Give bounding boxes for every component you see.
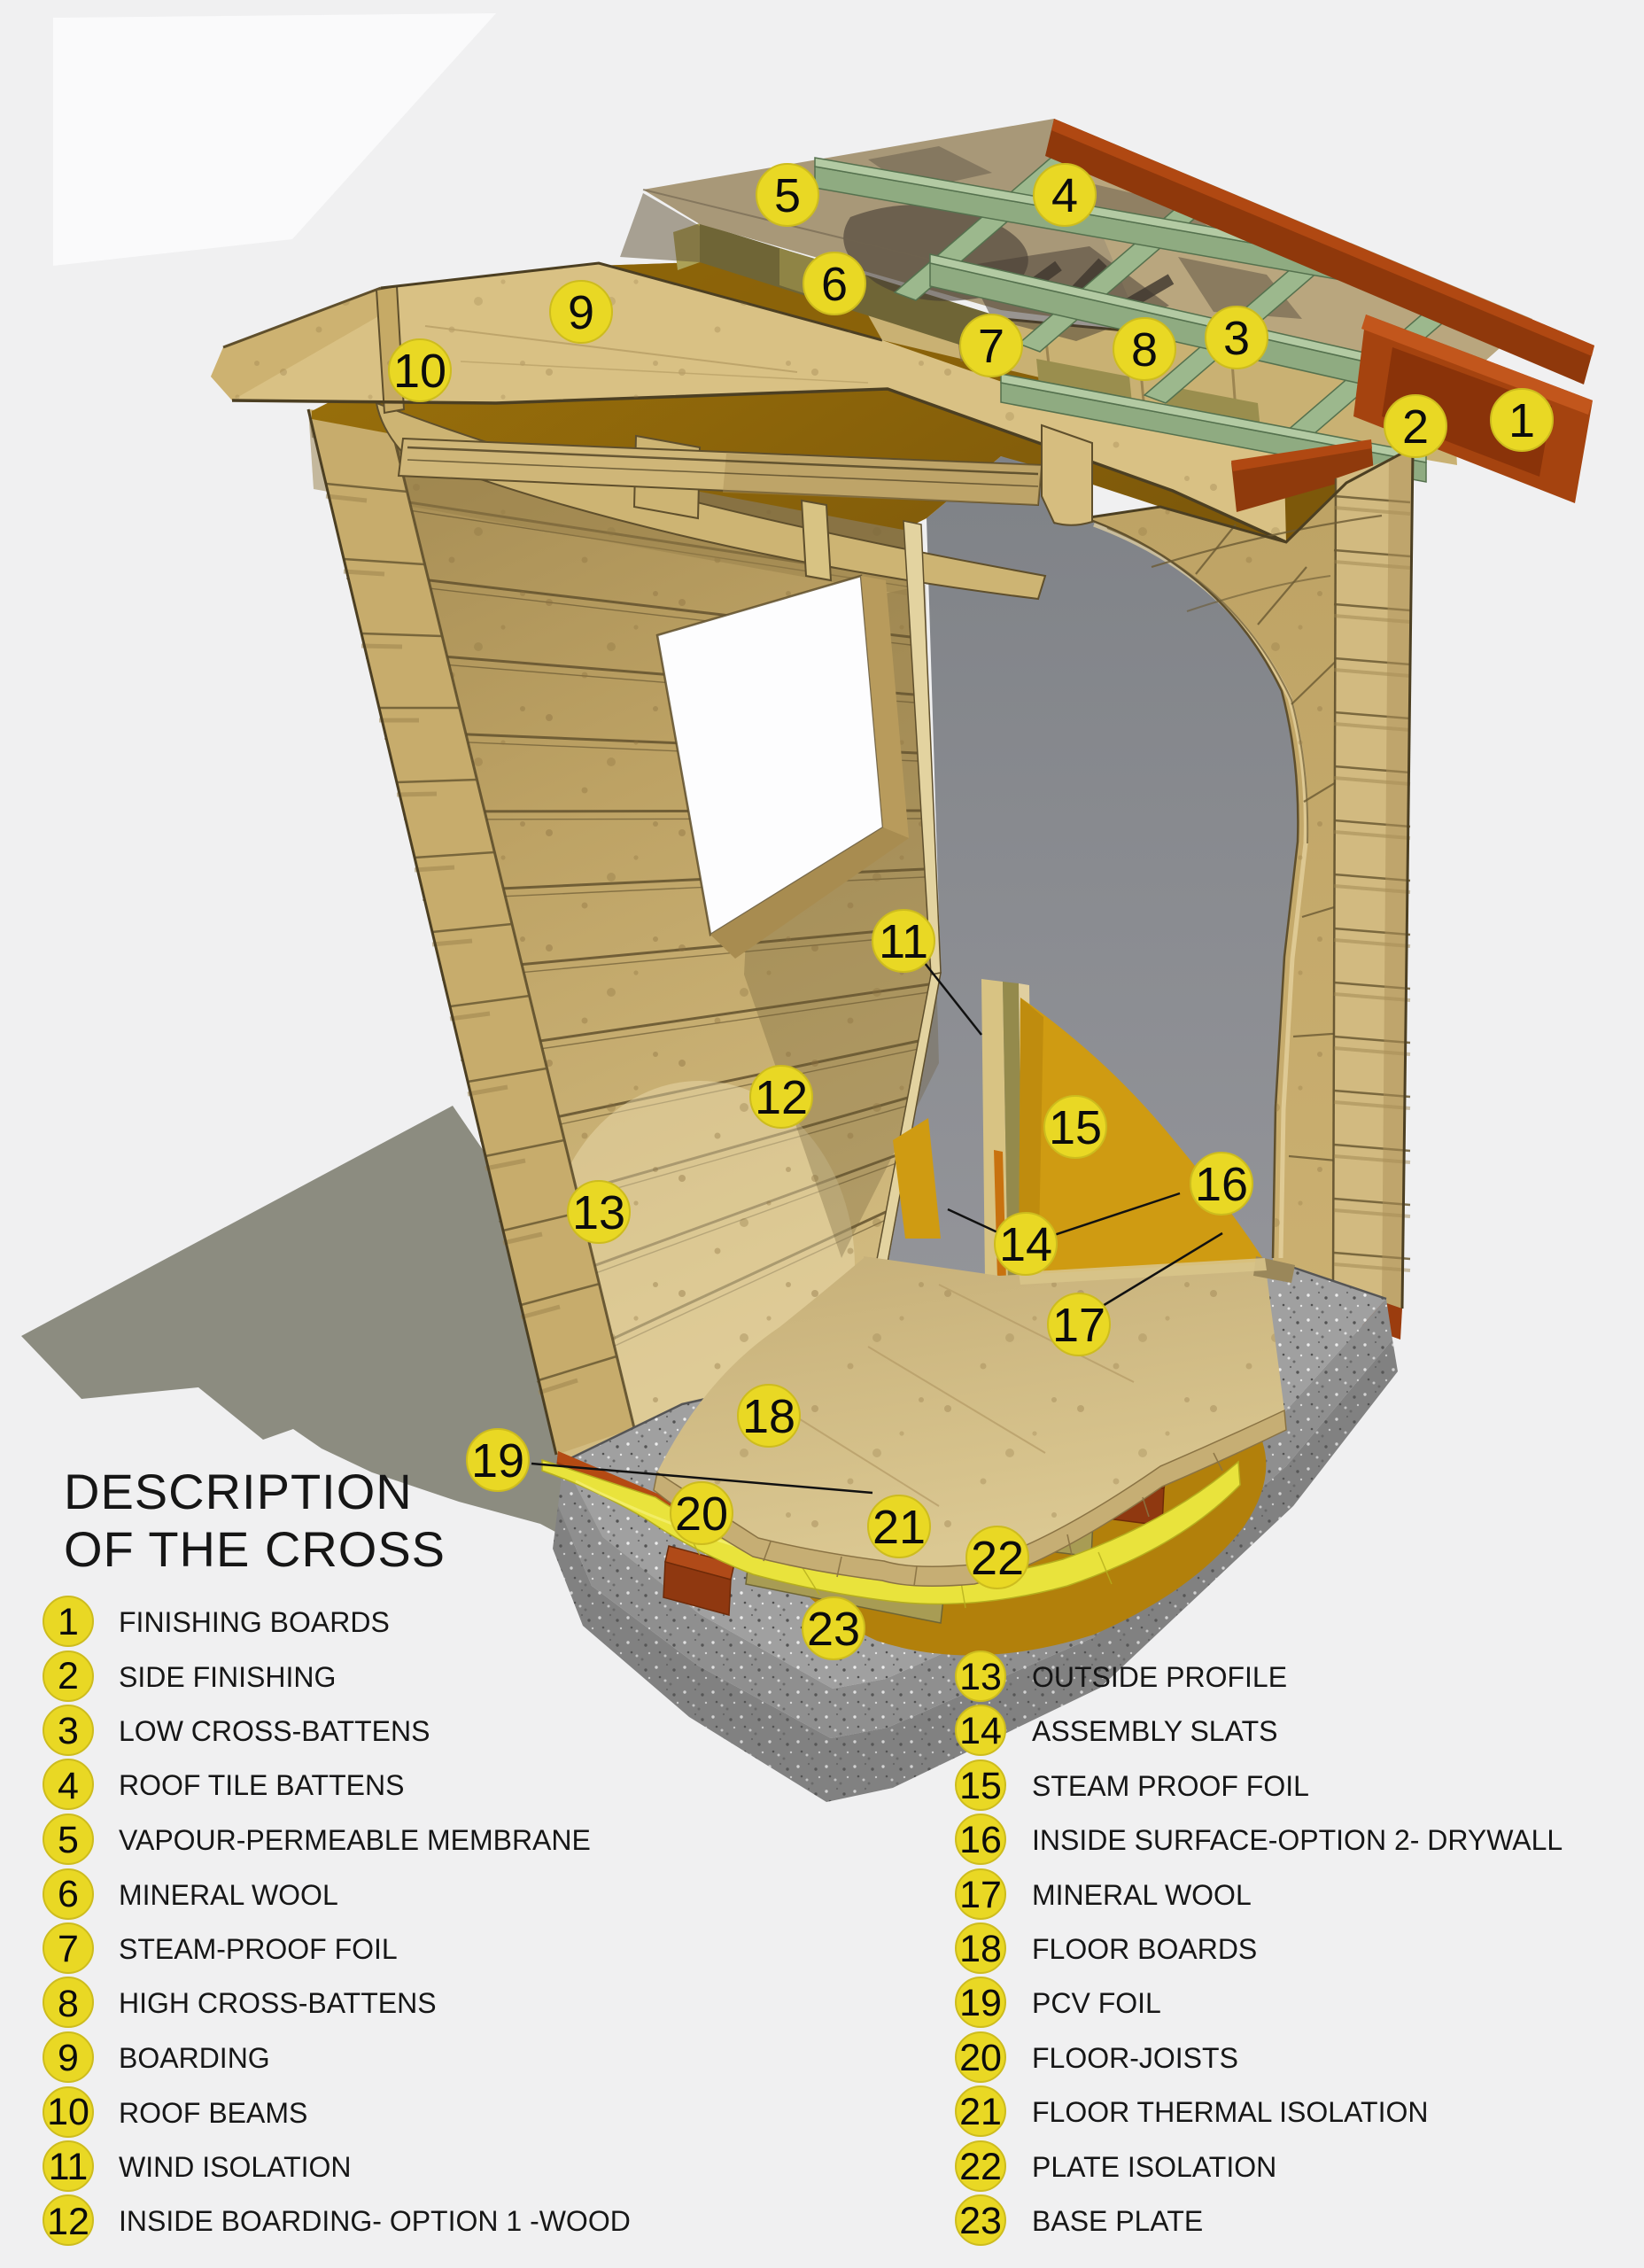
svg-text:HIGH CROSS-BATTENS: HIGH CROSS-BATTENS (119, 1987, 437, 2019)
svg-text:OUTSIDE PROFILE: OUTSIDE PROFILE (1032, 1661, 1287, 1693)
svg-text:FLOOR-JOISTS: FLOOR-JOISTS (1032, 2042, 1238, 2074)
svg-text:FLOOR BOARDS: FLOOR BOARDS (1032, 1933, 1257, 1965)
svg-text:OF THE CROSS: OF THE CROSS (64, 1521, 446, 1577)
svg-text:23: 23 (807, 1603, 860, 1656)
svg-text:10: 10 (47, 2091, 89, 2133)
svg-text:PCV FOIL: PCV FOIL (1032, 1987, 1161, 2019)
svg-text:20: 20 (675, 1487, 728, 1541)
svg-text:17: 17 (959, 1874, 1002, 1916)
svg-text:ASSEMBLY SLATS: ASSEMBLY SLATS (1032, 1715, 1277, 1747)
svg-text:22: 22 (959, 2146, 1002, 2188)
svg-text:BOARDING: BOARDING (119, 2042, 270, 2074)
svg-text:18: 18 (959, 1928, 1002, 1970)
svg-text:1: 1 (58, 1601, 79, 1643)
svg-text:10: 10 (393, 345, 446, 398)
svg-text:19: 19 (959, 1982, 1002, 2024)
svg-text:6: 6 (58, 1873, 79, 1915)
svg-text:22: 22 (971, 1532, 1024, 1585)
svg-text:FLOOR THERMAL ISOLATION: FLOOR THERMAL ISOLATION (1032, 2096, 1428, 2128)
svg-text:7: 7 (58, 1928, 79, 1970)
svg-text:BASE PLATE: BASE PLATE (1032, 2205, 1203, 2237)
svg-text:INSIDE SURFACE-OPTION 2- DRYWA: INSIDE SURFACE-OPTION 2- DRYWALL (1032, 1824, 1563, 1856)
svg-text:PLATE ISOLATION: PLATE ISOLATION (1032, 2151, 1276, 2183)
svg-text:3: 3 (1223, 312, 1250, 365)
svg-text:9: 9 (58, 2037, 79, 2079)
svg-text:2: 2 (58, 1655, 79, 1697)
svg-text:FINISHING BOARDS: FINISHING BOARDS (119, 1606, 390, 1638)
svg-text:VAPOUR-PERMEABLE MEMBRANE: VAPOUR-PERMEABLE MEMBRANE (119, 1824, 591, 1856)
svg-text:ROOF BEAMS: ROOF BEAMS (119, 2097, 307, 2129)
svg-text:2: 2 (1402, 400, 1429, 454)
svg-text:18: 18 (742, 1390, 795, 1443)
svg-text:WIND ISOLATION: WIND ISOLATION (119, 2151, 352, 2183)
svg-text:6: 6 (821, 258, 848, 311)
svg-text:12: 12 (755, 1071, 808, 1124)
svg-text:19: 19 (471, 1434, 524, 1487)
svg-text:16: 16 (1195, 1158, 1248, 1211)
svg-text:21: 21 (959, 2091, 1002, 2133)
svg-text:MINERAL WOOL: MINERAL WOOL (119, 1879, 338, 1911)
svg-text:5: 5 (58, 1819, 79, 1861)
svg-text:DESCRIPTION: DESCRIPTION (64, 1464, 413, 1519)
svg-text:21: 21 (872, 1501, 926, 1554)
svg-text:3: 3 (58, 1710, 79, 1752)
svg-text:7: 7 (978, 320, 1004, 373)
svg-text:4: 4 (58, 1765, 79, 1807)
svg-text:SIDE FINISHING: SIDE FINISHING (119, 1661, 336, 1693)
svg-text:MINERAL WOOL: MINERAL WOOL (1032, 1879, 1252, 1911)
svg-text:23: 23 (959, 2200, 1002, 2242)
svg-text:11: 11 (49, 2146, 89, 2188)
svg-text:5: 5 (774, 169, 801, 222)
svg-text:8: 8 (1131, 323, 1158, 377)
svg-text:17: 17 (1052, 1299, 1105, 1352)
svg-text:INSIDE BOARDING- OPTION 1 -WOO: INSIDE BOARDING- OPTION 1 -WOOD (119, 2205, 631, 2237)
svg-text:8: 8 (58, 1983, 79, 2025)
svg-text:14: 14 (959, 1710, 1002, 1752)
svg-text:15: 15 (1049, 1101, 1102, 1154)
svg-text:ROOF TILE BATTENS: ROOF TILE BATTENS (119, 1769, 404, 1801)
svg-text:14: 14 (999, 1218, 1052, 1271)
svg-text:12: 12 (47, 2201, 89, 2243)
svg-text:15: 15 (959, 1765, 1002, 1807)
svg-text:LOW CROSS-BATTENS: LOW CROSS-BATTENS (119, 1715, 430, 1747)
svg-text:16: 16 (959, 1819, 1002, 1861)
svg-text:STEAM PROOF FOIL: STEAM PROOF FOIL (1032, 1770, 1309, 1802)
svg-text:1: 1 (1508, 394, 1535, 447)
svg-text:9: 9 (568, 286, 594, 339)
svg-text:13: 13 (959, 1656, 1002, 1698)
svg-text:13: 13 (572, 1186, 625, 1239)
svg-text:20: 20 (959, 2037, 1002, 2079)
svg-text:4: 4 (1051, 169, 1078, 222)
svg-text:11: 11 (879, 915, 928, 968)
svg-text:STEAM-PROOF FOIL: STEAM-PROOF FOIL (119, 1933, 398, 1965)
